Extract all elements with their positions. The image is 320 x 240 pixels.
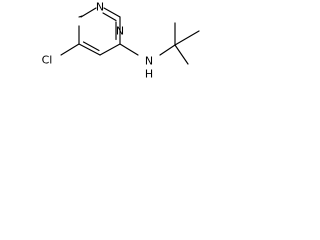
structure-diagram: N N Cl N H <box>0 0 224 103</box>
bond-ring-c5-c6 <box>99 43 121 56</box>
bond-ring-c6-c1 <box>78 43 101 56</box>
bond-cq-methyl-lower <box>174 44 189 65</box>
atom-label-n-ring-right: N <box>116 25 124 38</box>
bond-ring-n2-c2 <box>78 15 83 18</box>
bond-cq-methyl-right <box>174 30 200 46</box>
bond-group <box>60 7 200 65</box>
atom-label-group: N N Cl N H <box>42 1 154 81</box>
bond-ring-c2-n3 <box>80 7 97 18</box>
bond-ring-n3-c4-inner <box>102 12 117 22</box>
atom-label-cl: Cl <box>42 54 53 67</box>
bond-ring-c6-c1-inner <box>82 41 100 52</box>
structure-svg: N N Cl N H <box>42 1 200 81</box>
atom-label-n-amine: N <box>145 55 153 68</box>
bond-ring-n3-c4 <box>103 7 121 18</box>
bond-n-amine-cq <box>159 44 176 56</box>
bond-c5-n-amine <box>119 43 139 56</box>
bond-c1-cl <box>60 43 80 56</box>
atom-label-n-ring-top: N <box>96 1 104 14</box>
atom-label-h-amine: H <box>145 68 153 81</box>
